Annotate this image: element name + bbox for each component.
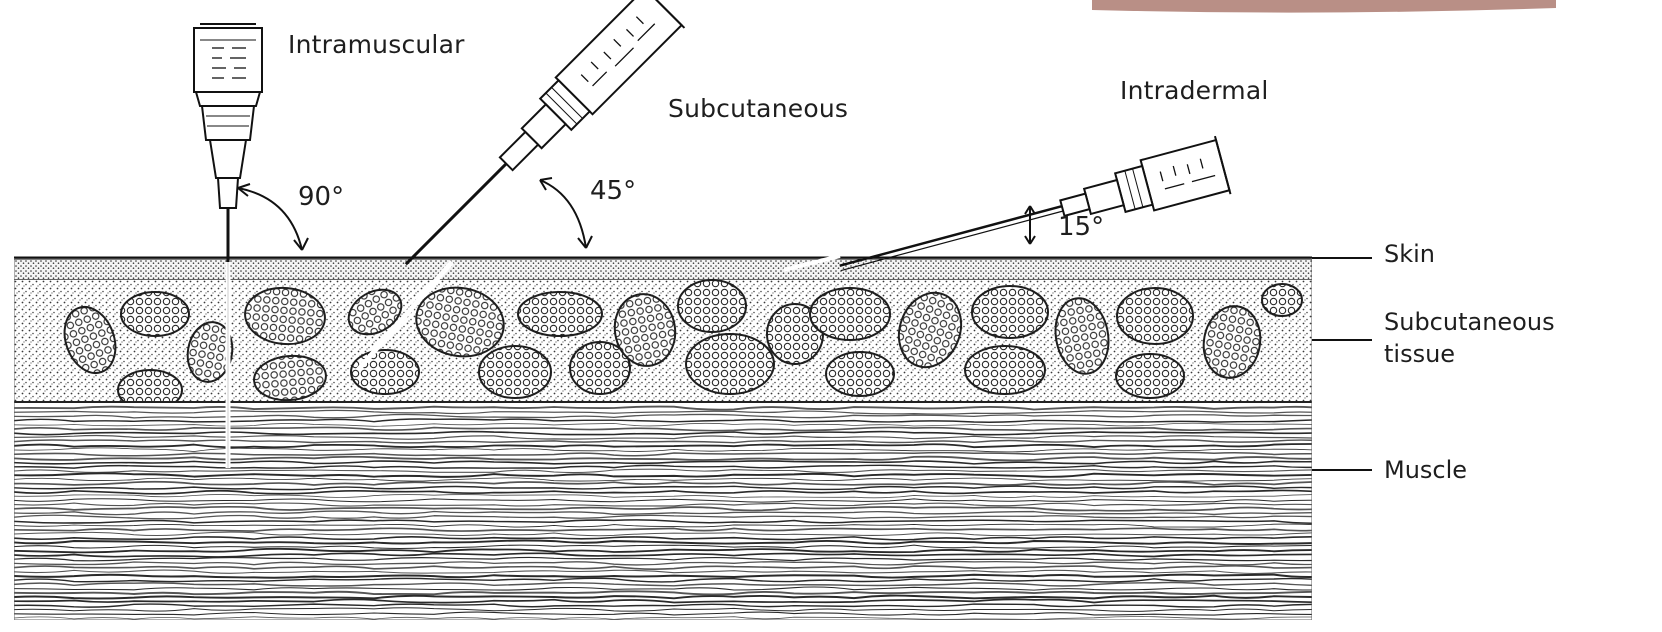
angle-label-45: 45° <box>590 176 636 206</box>
corner-photo-fragment <box>1092 0 1556 13</box>
angle-label-15: 15° <box>1058 212 1104 242</box>
layer-label-skin: Skin <box>1384 240 1435 268</box>
layer-label-subcutaneous-line1: Subcutaneous <box>1384 308 1555 336</box>
subcutaneous-tissue-layer <box>14 280 1312 410</box>
layer-label-subcutaneous-line2: tissue <box>1384 340 1455 368</box>
skin-layer <box>14 258 1312 280</box>
angle-label-90: 90° <box>298 182 344 212</box>
angle-arc-15 <box>1025 206 1035 244</box>
label-intradermal: Intradermal <box>1120 76 1269 106</box>
leader-lines <box>1312 258 1372 470</box>
label-subcutaneous: Subcutaneous <box>668 94 848 124</box>
angle-arc-45 <box>540 178 592 248</box>
intramuscular-syringe <box>194 24 262 262</box>
layer-label-muscle: Muscle <box>1384 456 1467 484</box>
label-intramuscular: Intramuscular <box>288 30 465 60</box>
